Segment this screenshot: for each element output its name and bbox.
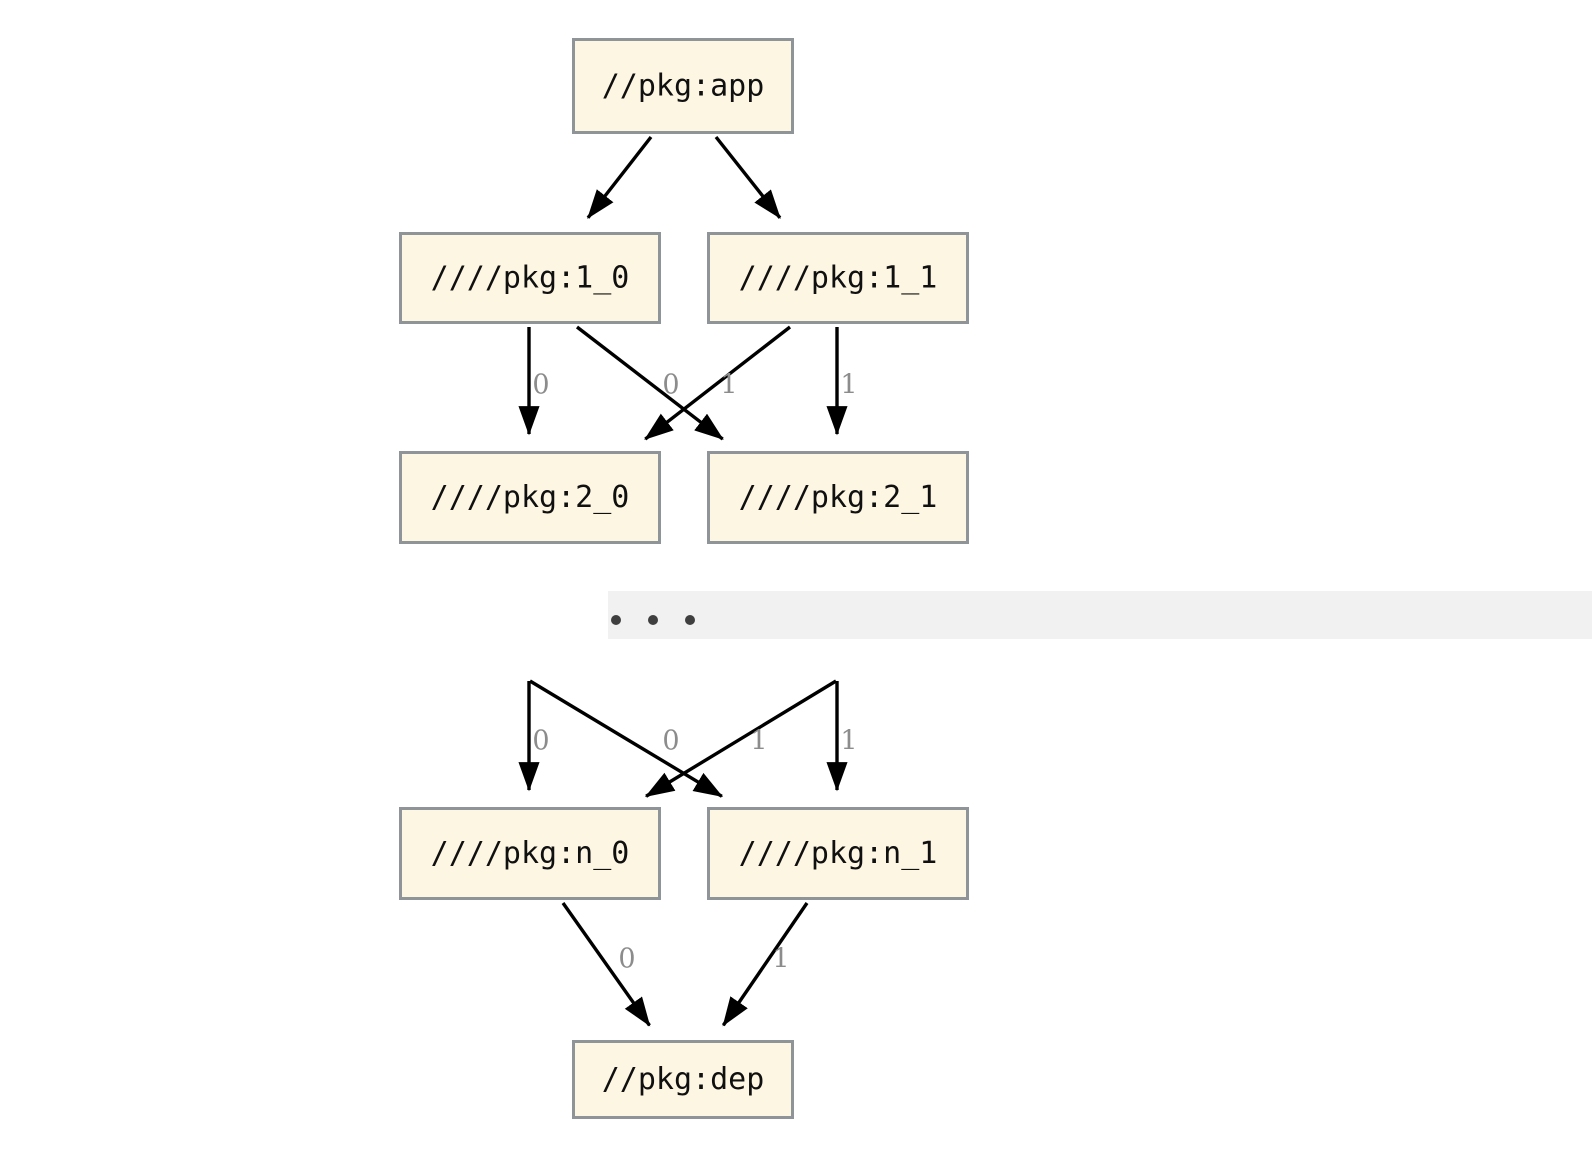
- edge-label-4: 1: [720, 370, 737, 401]
- edge-1_0-to-2_1: [575, 325, 724, 441]
- node-box-n_0[interactable]: [399, 807, 661, 900]
- node-box-n_1[interactable]: [707, 807, 969, 900]
- edge-label-7: 0: [662, 726, 679, 757]
- node-box-1_0[interactable]: [399, 232, 661, 324]
- node-dep[interactable]: //pkg:dep: [572, 1040, 794, 1119]
- edge-app-to-1_1: [714, 135, 782, 219]
- node-box-2_1[interactable]: [707, 451, 969, 544]
- edge-label-5: 1: [840, 370, 857, 401]
- node-label-1_1: ////pkg:1_1: [739, 261, 938, 296]
- ellipsis-band: [608, 591, 1592, 639]
- edge-label-11: 1: [772, 944, 789, 975]
- node-box-dep[interactable]: [572, 1040, 794, 1119]
- node-label-1_0: ////pkg:1_0: [431, 261, 630, 296]
- node-label-n_0: ////pkg:n_0: [431, 836, 630, 871]
- ellipsis-dot-1: [648, 615, 658, 625]
- node-label-app: //pkg:app: [602, 69, 765, 104]
- node-box-2_0[interactable]: [399, 451, 661, 544]
- edge-label-3: 0: [662, 370, 679, 401]
- edge-layer: 0 0 1 1 0 0 1 1 0 1: [518, 135, 858, 1027]
- node-1_0[interactable]: ////pkg:1_0: [399, 232, 661, 324]
- edge-label-2: 0: [532, 370, 549, 401]
- ellipsis-separator: [608, 591, 1592, 639]
- edge-label-8: 1: [750, 726, 767, 757]
- node-label-n_1: ////pkg:n_1: [739, 836, 938, 871]
- edge-label-10: 0: [618, 944, 635, 975]
- node-n_0[interactable]: ////pkg:n_0: [399, 807, 661, 900]
- node-n_1[interactable]: ////pkg:n_1: [707, 807, 969, 900]
- node-label-2_1: ////pkg:2_1: [739, 480, 938, 515]
- node-1_1[interactable]: ////pkg:1_1: [707, 232, 969, 324]
- ellipsis-dot-2: [685, 615, 695, 625]
- node-2_0[interactable]: ////pkg:2_0: [399, 451, 661, 544]
- node-box-1_1[interactable]: [707, 232, 969, 324]
- edge-n_0-to-dep: [561, 902, 651, 1027]
- node-label-2_0: ////pkg:2_0: [431, 480, 630, 515]
- edge-label-6: 0: [532, 726, 549, 757]
- edge-upper-to-n_1: [529, 679, 724, 798]
- edge-1_1-to-2_0: [644, 325, 792, 441]
- ellipsis-dot-0: [611, 615, 621, 625]
- node-label-dep: //pkg:dep: [602, 1062, 765, 1097]
- edge-upper-to-n_0: [644, 679, 837, 798]
- edge-n_1-to-dep: [721, 902, 809, 1027]
- node-2_1[interactable]: ////pkg:2_1: [707, 451, 969, 544]
- edge-app-to-1_0: [586, 135, 653, 219]
- node-layer: //pkg:app ////pkg:1_0 ////pkg:1_1 ////pkg:2…: [399, 38, 969, 1119]
- edge-label-9: 1: [840, 726, 857, 757]
- node-app[interactable]: //pkg:app: [572, 38, 794, 134]
- node-box-app[interactable]: [572, 38, 794, 134]
